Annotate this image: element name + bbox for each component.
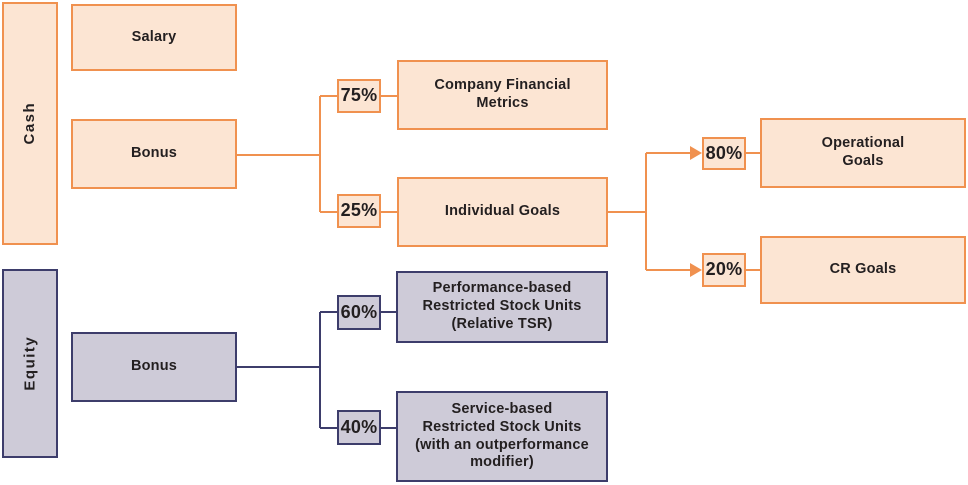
pct-75: 75% — [337, 79, 381, 113]
pct-20-label: 20% — [705, 259, 743, 280]
arrowhead-80pct-icon — [690, 146, 702, 160]
node-cash-bonus: Bonus — [71, 119, 237, 189]
category-equity-label: Equity — [20, 336, 38, 391]
node-service-rsu: Service-based Restricted Stock Units (wi… — [396, 391, 608, 482]
pct-40-label: 40% — [340, 416, 378, 437]
node-company-financial-metrics: Company Financial Metrics — [397, 60, 608, 130]
node-performance-rsu-label: Performance-based Restricted Stock Units… — [422, 280, 582, 332]
pct-25-label: 25% — [340, 200, 378, 221]
category-equity: Equity — [2, 269, 58, 458]
arrowhead-20pct-icon — [690, 263, 702, 277]
node-service-rsu-label: Service-based Restricted Stock Units (wi… — [415, 401, 589, 471]
pct-80: 80% — [702, 137, 746, 170]
node-salary: Salary — [71, 4, 237, 71]
node-cr-goals-label: CR Goals — [829, 261, 897, 278]
node-equity-bonus: Bonus — [71, 332, 237, 402]
node-salary-label: Salary — [131, 28, 177, 45]
node-performance-rsu: Performance-based Restricted Stock Units… — [396, 271, 608, 343]
pct-25: 25% — [337, 194, 381, 228]
category-cash: Cash — [2, 2, 58, 245]
node-company-financial-metrics-label: Company Financial Metrics — [434, 77, 571, 111]
pct-20: 20% — [702, 253, 746, 287]
equity-bonus-connectors — [237, 311, 396, 429]
node-equity-bonus-label: Bonus — [130, 358, 178, 375]
pct-75-label: 75% — [340, 85, 378, 106]
individual-goals-connectors — [608, 152, 760, 271]
pct-60-label: 60% — [340, 301, 378, 322]
node-operational-goals: Operational Goals — [760, 118, 966, 188]
node-individual-goals: Individual Goals — [397, 177, 608, 247]
cash-bonus-connectors — [237, 95, 397, 213]
node-operational-goals-label: Operational Goals — [821, 135, 905, 169]
node-cr-goals: CR Goals — [760, 236, 966, 304]
node-individual-goals-label: Individual Goals — [444, 203, 561, 220]
pct-80-label: 80% — [705, 142, 743, 163]
pct-60: 60% — [337, 295, 381, 330]
pct-40: 40% — [337, 410, 381, 445]
category-cash-label: Cash — [20, 102, 38, 145]
node-cash-bonus-label: Bonus — [130, 145, 178, 162]
